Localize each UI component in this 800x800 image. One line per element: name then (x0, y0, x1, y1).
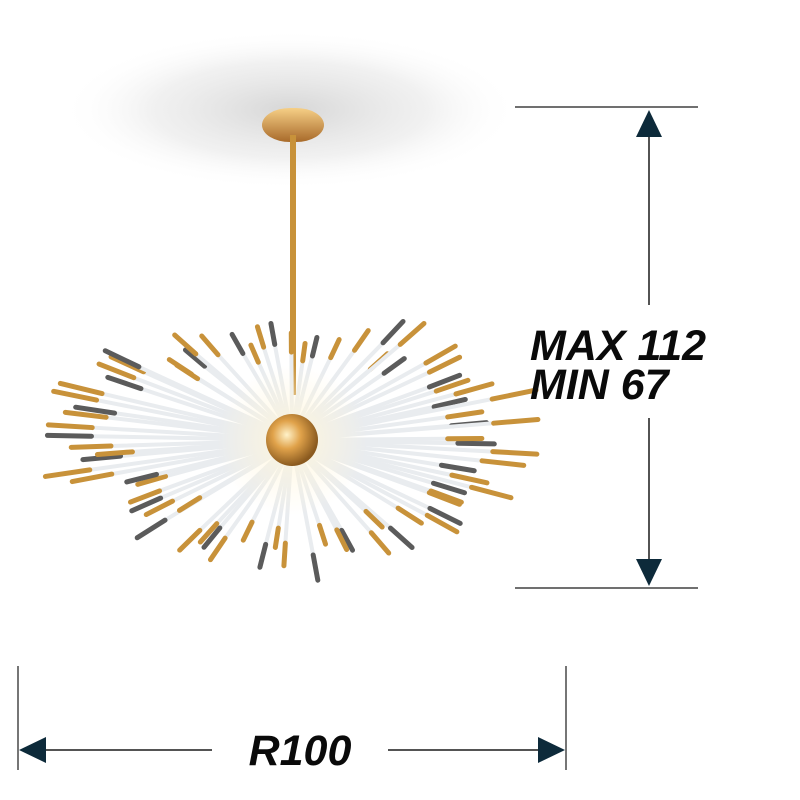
rod-tip (143, 498, 176, 518)
rod-tip (339, 527, 356, 553)
rod-tip (229, 331, 246, 356)
rod-tip (380, 318, 406, 346)
rod-tip (134, 517, 168, 541)
center-hub (266, 414, 318, 466)
rod-tip (334, 527, 350, 553)
rod-tip (424, 512, 460, 535)
rod-tip (57, 380, 105, 397)
rod-tip (248, 342, 261, 365)
rod-tip (197, 521, 220, 545)
rod-tip (445, 409, 485, 420)
rod-tip (310, 552, 321, 583)
rod-tip (44, 432, 94, 439)
rod-tip (309, 334, 320, 359)
height-max-label: MAX 112 (530, 322, 706, 370)
rod-tip (449, 472, 490, 486)
rod-tip (124, 471, 160, 485)
rod-tip (397, 320, 427, 347)
rod-tip (73, 404, 118, 416)
rod-tip (489, 387, 539, 402)
rod-tip (479, 458, 527, 468)
rod-tip (438, 462, 477, 474)
rod-tip (300, 340, 308, 364)
rod-tip (426, 354, 463, 375)
rod-tip (96, 361, 137, 381)
arrow-left-icon (19, 737, 46, 763)
rod-tip (177, 527, 203, 553)
suspension-rod (290, 135, 296, 395)
rod-tip (45, 422, 95, 431)
ceiling-canopy (262, 108, 324, 142)
rod-tip (387, 525, 415, 550)
rod-tip (395, 505, 424, 526)
rod-tip (51, 388, 100, 403)
width-label: R100 (249, 727, 352, 775)
rod-tip (172, 332, 199, 357)
chandelier (42, 108, 541, 583)
rod-tip (108, 354, 147, 375)
rod-tip (431, 396, 468, 410)
rod-tip (80, 453, 124, 463)
rod-tip (127, 488, 163, 505)
height-dimension: MAX 112 MIN 67 (515, 106, 706, 589)
rod-tip (268, 320, 278, 347)
rod-tip (240, 519, 255, 543)
rod-tip (182, 347, 208, 369)
rod-tip (201, 525, 223, 550)
rod-tip (135, 473, 169, 487)
rod-tip (328, 337, 342, 361)
rod-tip (174, 362, 201, 382)
rod-tip (427, 505, 463, 526)
rod-tip (281, 540, 288, 569)
rod-tip (491, 416, 541, 426)
rod-tip (69, 471, 115, 485)
rod-tip (199, 333, 221, 358)
rod-tip (254, 324, 267, 350)
rod-tip (490, 449, 540, 457)
rod-tip (381, 356, 407, 376)
rod-tip (105, 374, 144, 392)
rod-tip (430, 480, 467, 496)
rod-tip (352, 328, 371, 353)
rod-tip (316, 522, 329, 547)
rod-tip (426, 490, 462, 507)
rod-tip (68, 443, 114, 450)
rod-tip (469, 484, 514, 501)
arrow-up-icon (636, 110, 662, 137)
rod-tip (129, 495, 164, 514)
rod-tip (455, 440, 497, 447)
rod-tip (207, 535, 228, 563)
rod-tip (272, 525, 281, 550)
rod-tip (42, 467, 93, 479)
rod-tip (176, 495, 203, 513)
rod-tip (257, 541, 269, 570)
arrow-down-icon (636, 559, 662, 586)
rod-tip (433, 377, 471, 394)
height-min-label: MIN 67 (530, 361, 671, 409)
rod-tip (453, 381, 495, 397)
rod-tip (368, 530, 392, 556)
width-dimension: R100 (17, 666, 567, 775)
arrow-right-icon (538, 737, 565, 763)
rod-tip (426, 372, 463, 390)
rod-tip (363, 508, 385, 530)
rod-tip (94, 449, 135, 457)
rod-tip (62, 409, 109, 420)
rod-tip (102, 348, 142, 370)
rod-tip (423, 343, 458, 366)
